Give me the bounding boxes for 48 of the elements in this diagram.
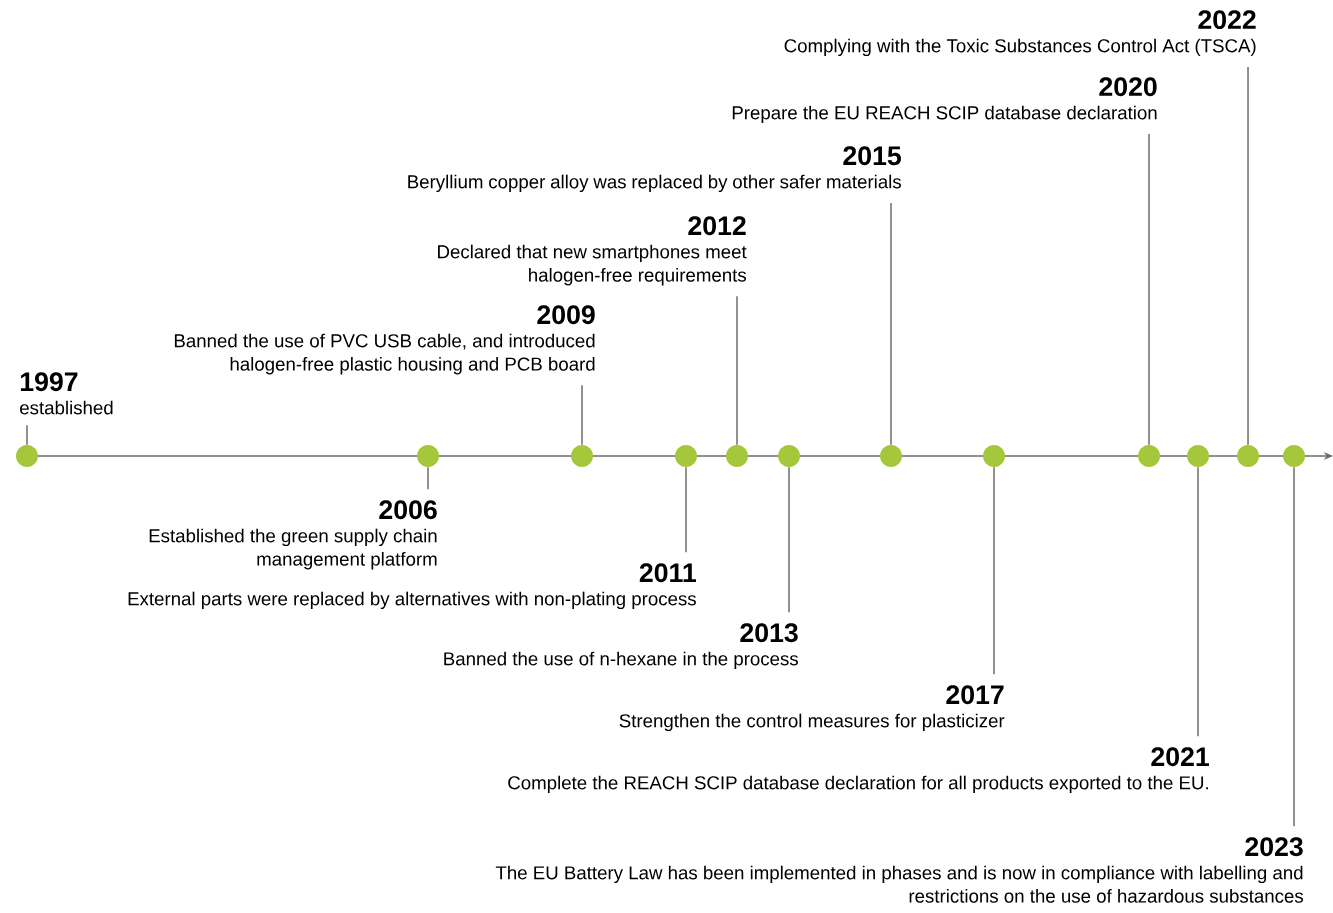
year-label: 2011 [639,563,696,583]
event-description: Complete the REACH SCIP database declaration for all products exported to the EU. [508,775,1208,794]
event-description: External parts were replaced by alternatives with non-plating process [128,591,696,610]
leader-line [581,384,583,446]
event-description: Banned the use of n-hexane in the process [444,651,798,670]
year-label: 2020 [1099,77,1157,97]
event-description: established [20,400,113,415]
year-label: 2009 [537,305,595,325]
leader-line [427,466,429,491]
event-description: Banned the use of PVC USB cable, and introduced halogen-free plastic housing and PCB board [174,333,595,375]
timeline-dot [417,445,439,467]
timeline-dot [983,445,1005,467]
event-description: Prepare the EU REACH SCIP database declaration [732,105,1157,124]
leader-line [788,466,790,614]
year-label: 2006 [379,500,437,520]
leader-line [685,466,687,554]
leader-line [1197,466,1199,738]
year-label: 2015 [843,146,901,166]
timeline-dot [1237,445,1259,467]
timeline-dot [880,445,902,467]
year-label: 2013 [740,623,798,643]
timeline-dot [778,445,800,467]
timeline-dot [571,445,593,467]
timeline-dot [16,445,38,467]
leader-line [993,466,995,676]
leader-line [736,295,738,446]
timeline-dot [675,445,697,467]
leader-line [1148,133,1150,446]
event-description: Declared that new smartphones meet halogen-free requirements [438,244,747,286]
event-description: The EU Battery Law has been implemented in phases and is now in compliance with labelling and restrictions on the use of hazardous substances [495,865,1303,903]
year-label: 2021 [1151,747,1209,767]
event-description: Established the green supply chain management platform [149,528,437,570]
year-label: 2022 [1198,10,1256,30]
timeline-dot [1283,445,1305,467]
event-description: Beryllium copper alloy was replaced by other safer materials [408,174,901,193]
timeline-dot [726,445,748,467]
year-label: 2023 [1245,837,1303,857]
year-label: 1997 [20,372,78,392]
timeline-dot [1187,445,1209,467]
leader-line [1293,466,1295,828]
event-description: Strengthen the control measures for plasticizer [619,713,1005,732]
year-label: 2012 [688,216,746,236]
leader-line [890,202,892,446]
leader-line [26,424,28,446]
event-description: Complying with the Toxic Substances Control Act (TSCA) [784,38,1256,57]
leader-line [1247,66,1249,446]
timeline-dot [1138,445,1160,467]
year-label: 2017 [946,685,1004,705]
